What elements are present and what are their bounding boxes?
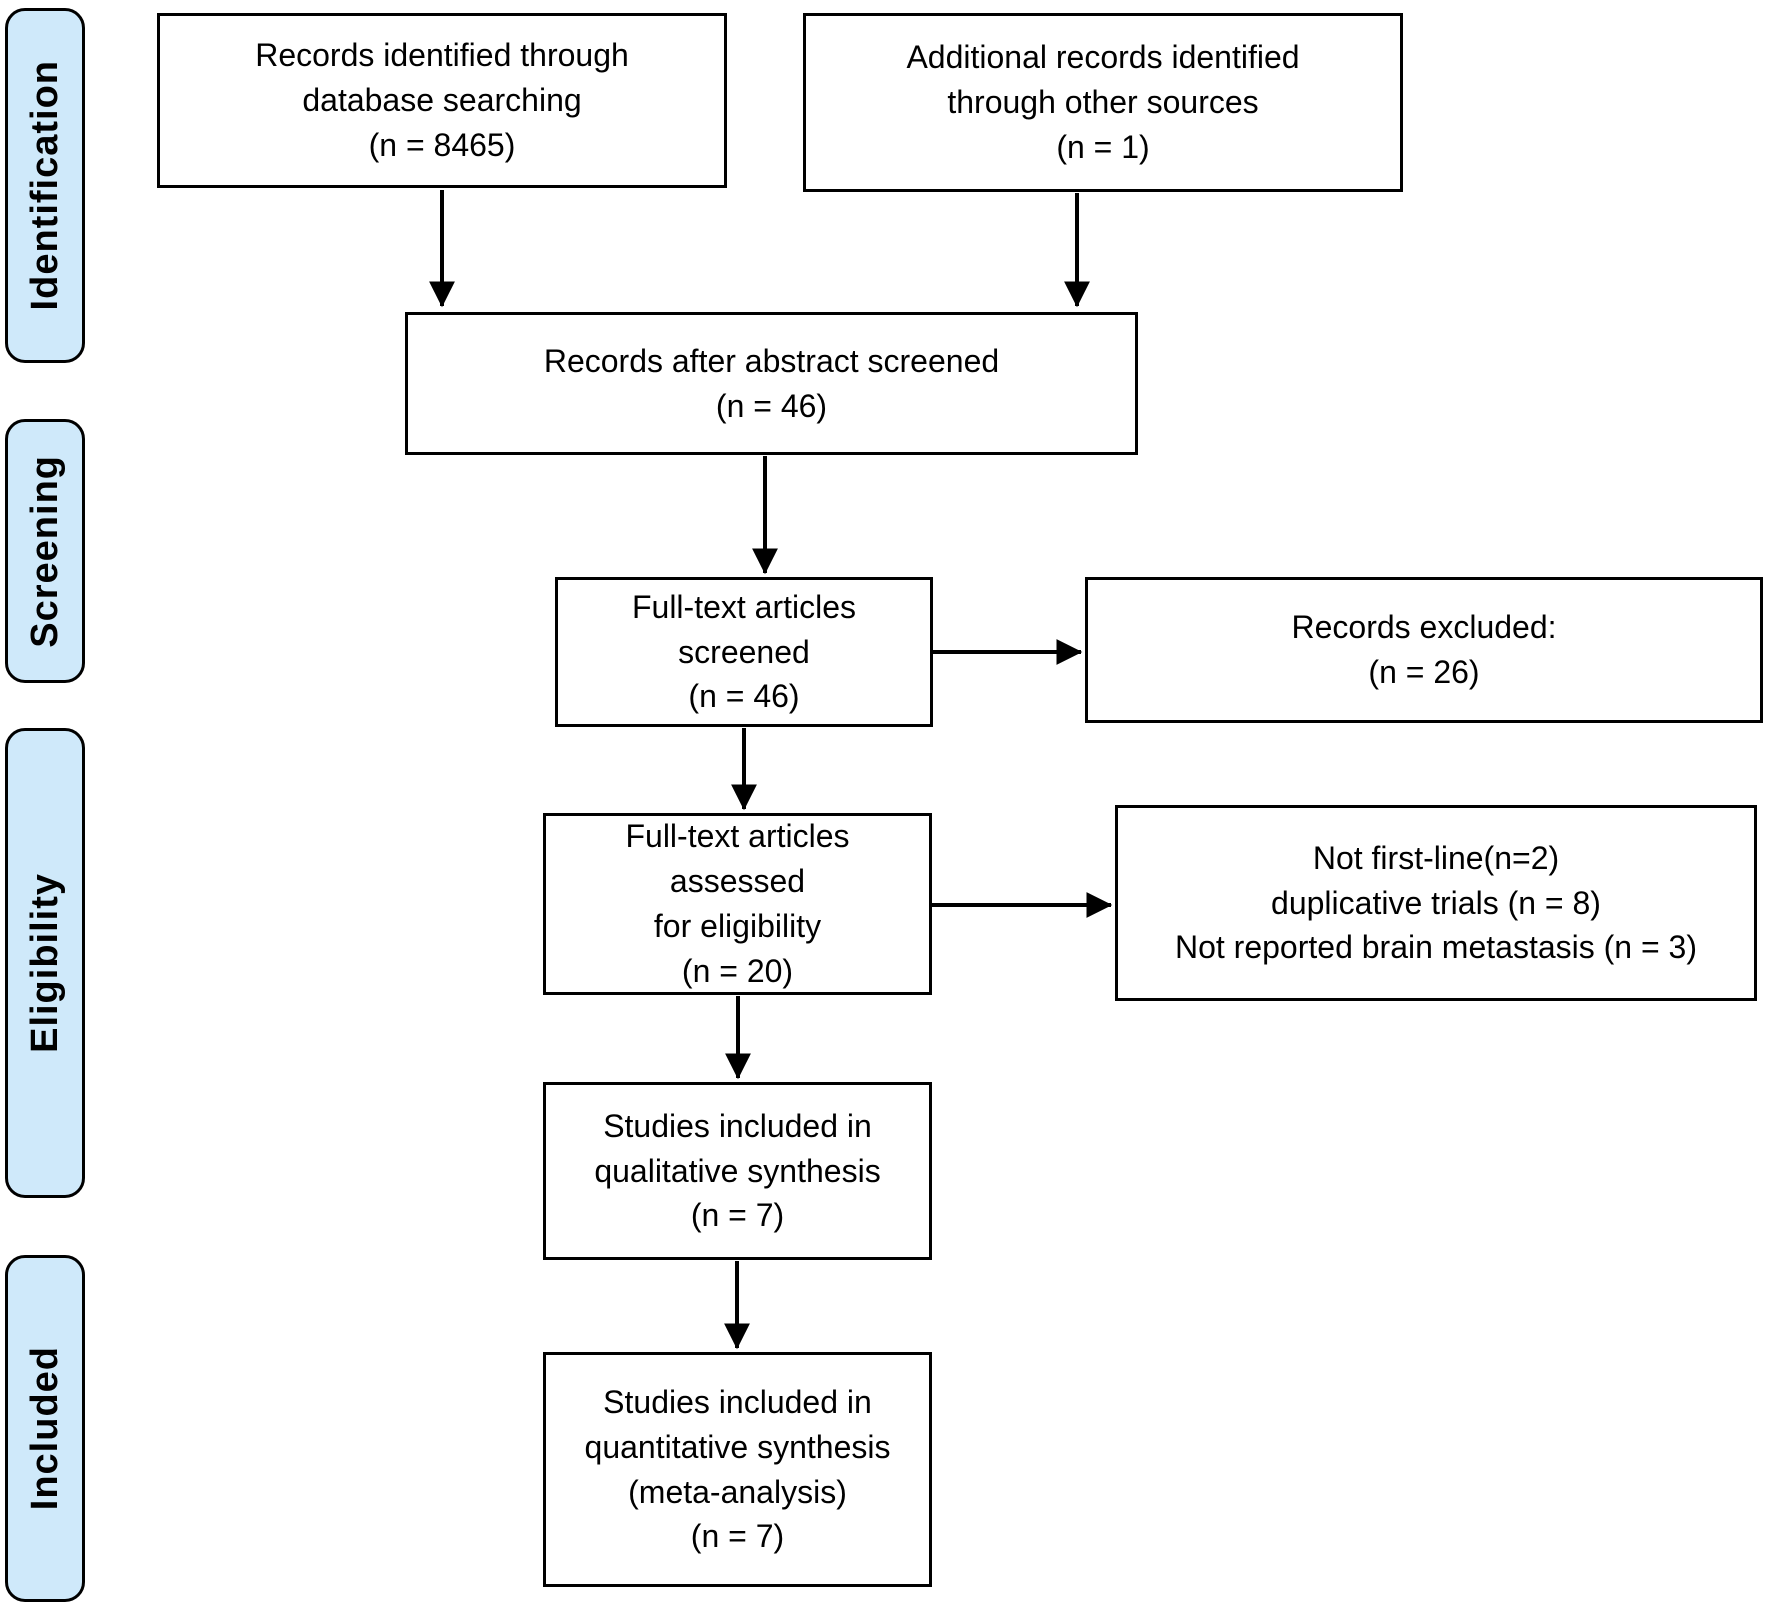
stage-eligibility-label: Eligibility: [23, 873, 66, 1053]
stage-included: Included: [5, 1255, 85, 1602]
node-records-excluded-text: Records excluded: (n = 26): [1291, 609, 1557, 690]
node-additional-records: Additional records identified through ot…: [803, 13, 1403, 192]
stage-identification-label: Identification: [23, 60, 66, 311]
node-records-after-screening: Records after abstract screened (n = 46): [405, 312, 1138, 455]
node-fulltext-screened-text: Full-text articles screened (n = 46): [631, 588, 857, 715]
node-records-identified-text: Records identified through database sear…: [255, 37, 629, 163]
node-quantitative-synthesis: Studies included in quantitative synthes…: [543, 1352, 932, 1587]
node-fulltext-screened: Full-text articles screened (n = 46): [555, 577, 933, 727]
stage-screening-label: Screening: [23, 454, 66, 648]
stage-screening: Screening: [5, 419, 85, 683]
stage-eligibility: Eligibility: [5, 728, 85, 1198]
node-records-identified: Records identified through database sear…: [157, 13, 727, 188]
node-fulltext-assessed: Full-text articles assessed for eligibil…: [543, 813, 932, 995]
node-exclusion-reasons: Not first-line(n=2) duplicative trials (…: [1115, 805, 1757, 1001]
node-additional-records-text: Additional records identified through ot…: [906, 39, 1300, 165]
node-records-after-screening-text: Records after abstract screened (n = 46): [543, 342, 1000, 424]
node-fulltext-assessed-text: Full-text articles assessed for eligibil…: [625, 818, 850, 989]
node-qualitative-synthesis-text: Studies included in qualitative synthesi…: [594, 1107, 881, 1234]
stage-identification: Identification: [5, 8, 85, 363]
node-records-excluded: Records excluded: (n = 26): [1085, 577, 1763, 723]
node-qualitative-synthesis: Studies included in qualitative synthesi…: [543, 1082, 932, 1260]
node-exclusion-reasons-text: Not first-line(n=2) duplicative trials (…: [1174, 839, 1697, 966]
stage-included-label: Included: [23, 1346, 66, 1511]
node-quantitative-synthesis-text: Studies included in quantitative synthes…: [584, 1383, 891, 1555]
